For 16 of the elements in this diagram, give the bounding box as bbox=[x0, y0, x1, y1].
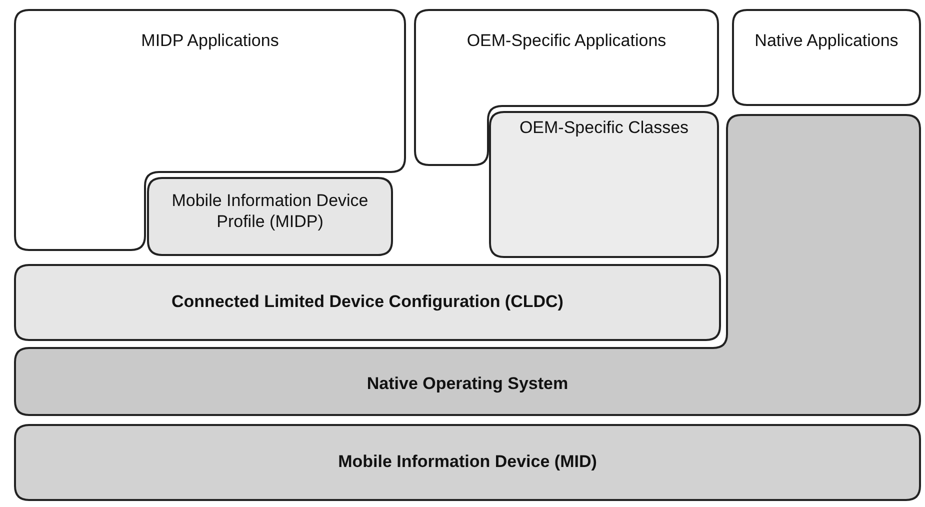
layer-label: Native Operating System bbox=[366, 373, 570, 394]
layer-block bbox=[15, 10, 405, 250]
layer-block bbox=[148, 178, 392, 255]
layer-label: MIDP Applications bbox=[140, 30, 280, 51]
layer-block bbox=[490, 112, 718, 257]
layer-block bbox=[733, 10, 920, 105]
layer-label: Connected Limited Device Configuration (CLDC) bbox=[170, 291, 564, 312]
layer-block bbox=[15, 265, 720, 340]
layer-label: Mobile Information Device Profile (MIDP) bbox=[170, 190, 370, 232]
layer-block bbox=[15, 425, 920, 500]
layer-block bbox=[15, 115, 920, 415]
layer-label: Mobile Information Device (MID) bbox=[337, 451, 598, 472]
layer-label: OEM-Specific Applications bbox=[466, 30, 668, 51]
layer-block bbox=[415, 10, 718, 165]
layer-label: Native Applications bbox=[754, 30, 900, 51]
layer-label: OEM-Specific Classes bbox=[518, 117, 690, 138]
